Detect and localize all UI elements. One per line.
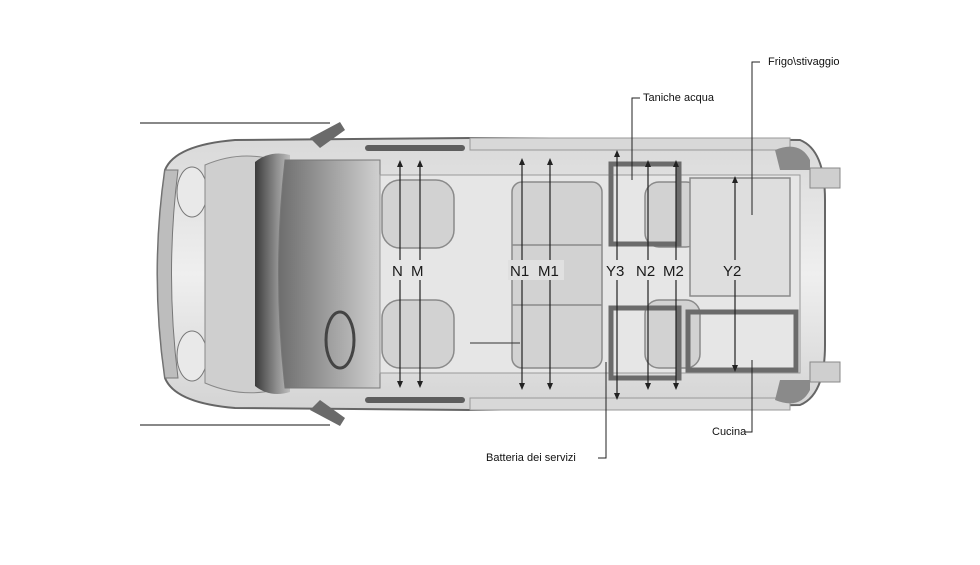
front-seat-left bbox=[381, 179, 455, 249]
callout-leaders bbox=[598, 61, 760, 459]
dim-label-n1: N1 bbox=[510, 263, 529, 280]
dim-label-m: M bbox=[411, 263, 424, 280]
module-frames bbox=[608, 161, 799, 381]
leader-taniche bbox=[631, 97, 640, 180]
arrow-heads bbox=[397, 150, 738, 400]
front-seat-right bbox=[381, 299, 455, 369]
dim-label-y2: Y2 bbox=[723, 263, 741, 280]
battery-box bbox=[608, 305, 682, 381]
leader-batteria bbox=[598, 362, 607, 459]
ground-lines bbox=[140, 122, 330, 426]
dim-label-m2: M2 bbox=[663, 263, 684, 280]
dim-label-y3: Y3 bbox=[606, 263, 624, 280]
dim-label-m1: M1 bbox=[538, 263, 559, 280]
dim-label-n2: N2 bbox=[636, 263, 655, 280]
dimension-labels: N M N1 M1 Y3 N2 M2 Y2 bbox=[388, 260, 750, 280]
leader-cucina bbox=[745, 360, 753, 433]
kitchen-box bbox=[685, 309, 799, 373]
dim-label-n: N bbox=[392, 263, 403, 280]
callout-taniche: Taniche acqua bbox=[643, 92, 714, 104]
leader-frigo bbox=[751, 61, 760, 215]
callout-cucina: Cucina bbox=[712, 426, 747, 438]
water-tanks-box bbox=[608, 161, 682, 247]
callout-batteria: Batteria dei servizi bbox=[486, 452, 576, 464]
callout-frigo: Frigo\stivaggio bbox=[768, 56, 840, 68]
